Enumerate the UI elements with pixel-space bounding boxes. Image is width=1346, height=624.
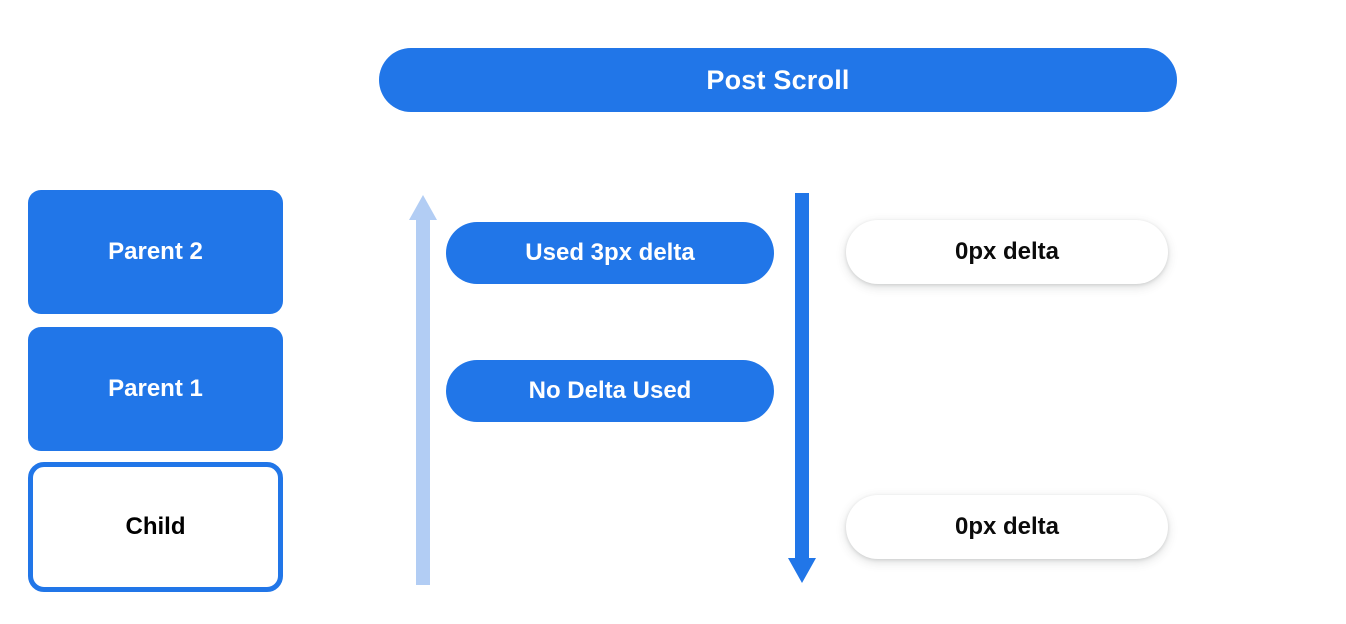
zero-delta-pill-top-label: 0px delta (954, 238, 1060, 265)
stack-box-child: Child (28, 462, 283, 592)
scroll-up-arrow-icon (409, 195, 437, 585)
stack-box-parent-2-label: Parent 2 (108, 238, 203, 265)
post-scroll-title-banner: Post Scroll (379, 48, 1177, 112)
no-delta-used-pill-label: No Delta Used (528, 377, 692, 404)
used-delta-pill-label: Used 3px delta (525, 239, 695, 266)
zero-delta-pill-bottom-label: 0px delta (954, 513, 1060, 540)
stack-box-parent-2: Parent 2 (28, 190, 283, 314)
page-title: Post Scroll (706, 64, 850, 95)
stack-box-parent-1-label: Parent 1 (108, 375, 203, 402)
used-delta-pill: Used 3px delta (446, 222, 774, 284)
stack-box-parent-1: Parent 1 (28, 327, 283, 451)
zero-delta-pill-top: 0px delta (846, 220, 1168, 284)
stack-box-child-label: Child (125, 513, 186, 540)
no-delta-used-pill: No Delta Used (446, 360, 774, 422)
zero-delta-pill-bottom: 0px delta (846, 495, 1168, 559)
scroll-down-arrow-icon (788, 193, 816, 583)
